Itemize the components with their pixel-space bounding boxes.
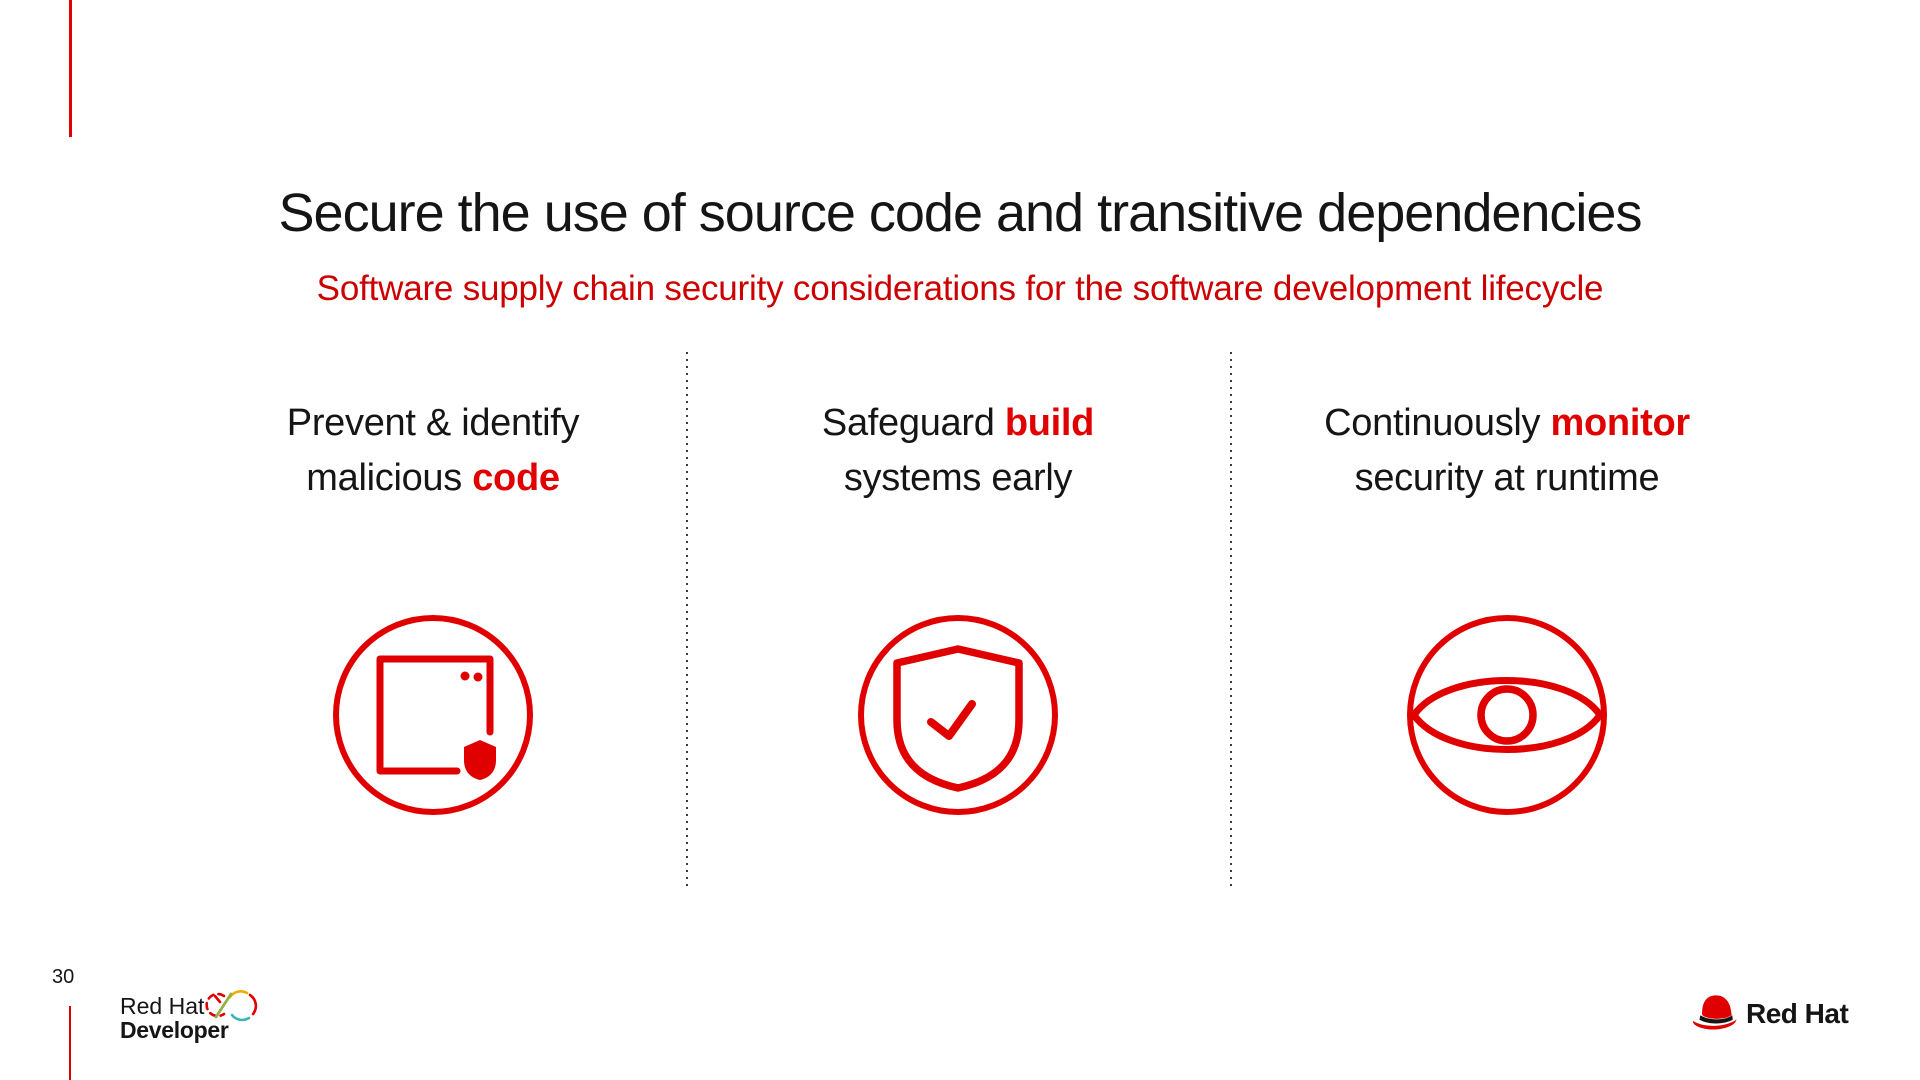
heading-line: security at runtime xyxy=(1257,451,1757,506)
column-safeguard-build: Safeguard build systems early xyxy=(708,352,1208,890)
keyword-highlight: build xyxy=(1004,402,1095,444)
brand-name-redhat: Red Hat xyxy=(120,993,205,1019)
column-divider xyxy=(686,352,688,889)
infinity-loop-icon xyxy=(205,990,258,1022)
slide-subtitle: Software supply chain security considera… xyxy=(316,269,1604,308)
code-shield-icon xyxy=(330,612,536,818)
heading-text: systems early xyxy=(843,457,1073,499)
column-heading: Prevent & identify malicious code xyxy=(183,396,683,506)
eye-icon xyxy=(1404,612,1610,818)
redhat-developer-logo: Red Hat Developer xyxy=(120,990,290,1050)
redhat-wordmark: Red Hat xyxy=(1746,998,1849,1029)
heading-text: malicious xyxy=(306,457,473,499)
left-accent-line-bottom xyxy=(69,1006,71,1080)
shield-check-icon xyxy=(855,612,1061,818)
fedora-icon xyxy=(1692,995,1737,1030)
heading-line: malicious code xyxy=(183,451,683,506)
heading-text: Continuously xyxy=(1324,402,1551,444)
column-heading: Continuously monitor security at runtime xyxy=(1257,396,1757,506)
heading-line: systems early xyxy=(708,451,1208,506)
column-heading: Safeguard build systems early xyxy=(708,396,1208,506)
brand-name-developer: Developer xyxy=(120,1017,229,1043)
heading-line: Continuously monitor xyxy=(1257,396,1757,451)
heading-text: Safeguard xyxy=(821,402,1005,444)
column-prevent-malicious-code: Prevent & identify malicious code xyxy=(183,352,683,890)
column-divider xyxy=(1230,352,1232,889)
column-monitor-runtime: Continuously monitor security at runtime xyxy=(1257,352,1757,890)
slide-title: Secure the use of source code and transi… xyxy=(278,183,1643,243)
heading-text: security at runtime xyxy=(1354,457,1660,499)
keyword-highlight: monitor xyxy=(1550,402,1691,444)
redhat-logo: Red Hat xyxy=(1688,990,1898,1040)
left-accent-line-top xyxy=(69,0,72,137)
heading-line: Safeguard build xyxy=(708,396,1208,451)
keyword-highlight: code xyxy=(472,457,560,499)
heading-text: Prevent & identify xyxy=(286,402,580,444)
page-number: 30 xyxy=(52,966,75,988)
heading-line: Prevent & identify xyxy=(183,396,683,451)
